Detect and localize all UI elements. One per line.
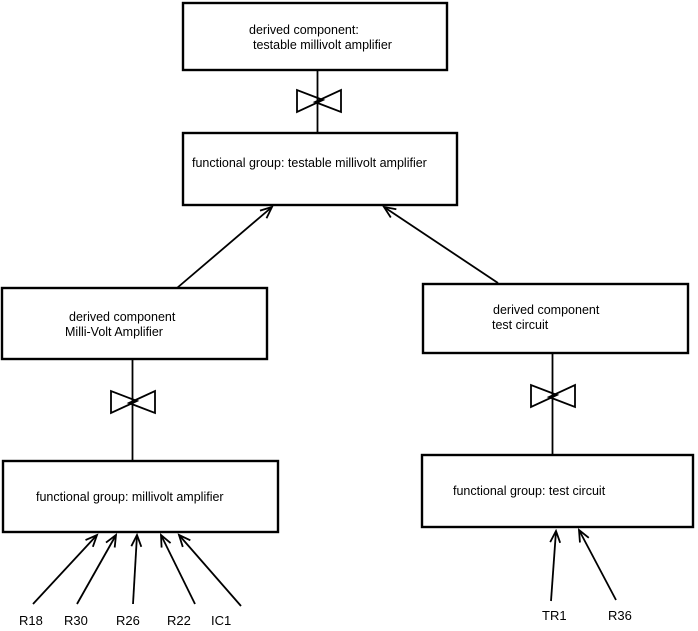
box-text: test circuit	[492, 318, 549, 332]
box-text: derived component:	[249, 23, 359, 37]
arrow-r22	[161, 535, 196, 605]
arrow-r18	[32, 535, 97, 605]
box-text: functional group: test circuit	[453, 484, 606, 498]
label-r18: R18	[19, 613, 43, 628]
box-derived-testable-millivolt-amplifier: derived component: testable millivolt am…	[181, 1, 449, 72]
bowtie-icon	[296, 88, 342, 114]
label-r36: R36	[608, 608, 632, 623]
label-r30: R30	[64, 613, 88, 628]
arrow-ic1	[179, 535, 242, 607]
bowtie-icon	[110, 389, 156, 415]
label-ic1: IC1	[211, 613, 231, 628]
box-text: functional group: testable millivolt amp…	[192, 156, 427, 170]
box-derived-test-circuit: derived component test circuit	[421, 282, 690, 355]
arrow-r30	[76, 535, 116, 605]
arrow-tr1	[551, 531, 556, 602]
box-text: testable millivolt amplifier	[253, 38, 392, 52]
bowtie-icon	[530, 383, 576, 409]
box-text: derived component	[493, 303, 600, 317]
label-r22: R22	[167, 613, 191, 628]
box-derived-milli-volt-amplifier: derived component Milli-Volt Amplifier	[0, 286, 269, 361]
box-functional-group-millivolt-amplifier: functional group: millivolt amplifier	[1, 459, 280, 534]
box-text: derived component	[69, 310, 176, 324]
box-functional-group-testable-millivolt-amplifier: functional group: testable millivolt amp…	[181, 131, 459, 207]
box-text: Milli-Volt Amplifier	[65, 325, 163, 339]
label-r26: R26	[116, 613, 140, 628]
arrow-rightderived-to-topfunctional	[384, 207, 499, 284]
box-text: functional group: millivolt amplifier	[36, 490, 224, 504]
arrow-r26	[133, 535, 137, 605]
box-functional-group-test-circuit: functional group: test circuit	[420, 453, 695, 529]
label-tr1: TR1	[542, 608, 567, 623]
arrow-leftderived-to-topfunctional	[176, 207, 272, 289]
arrow-r36	[579, 530, 617, 601]
